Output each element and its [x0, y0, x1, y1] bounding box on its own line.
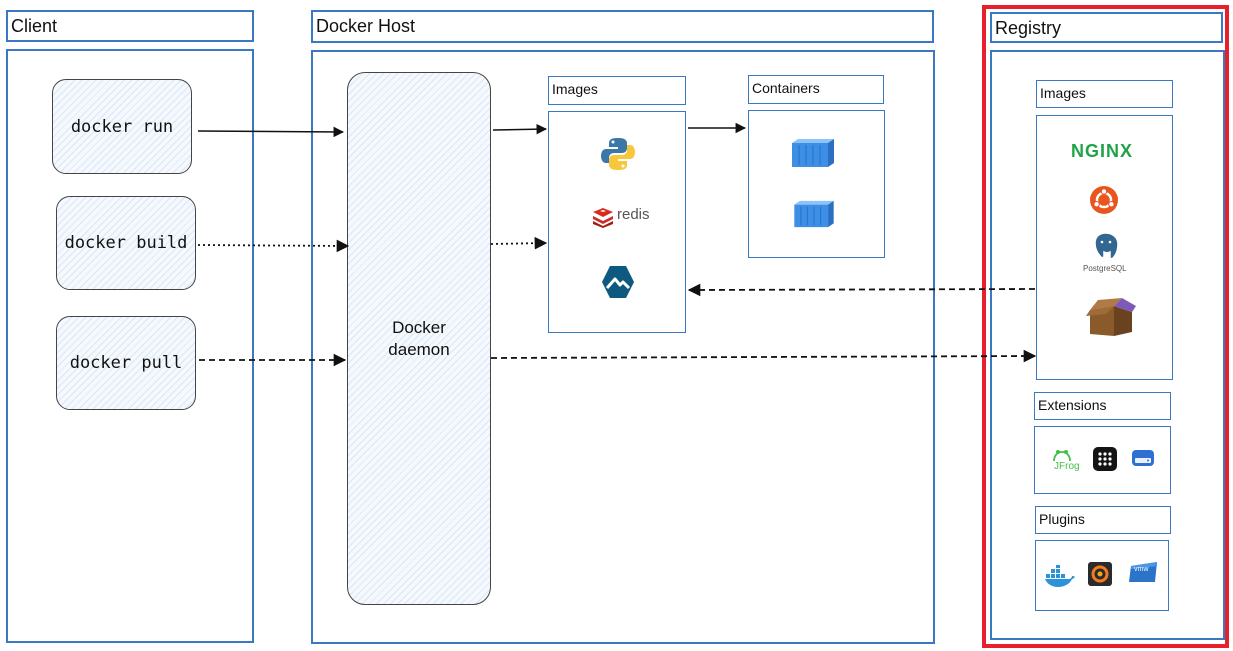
dots-grid-icon[interactable] [1093, 447, 1117, 471]
registry-title: Registry [990, 12, 1223, 43]
docker-whale-icon[interactable] [1045, 565, 1075, 587]
host-images-panel [548, 111, 686, 333]
alpine-icon[interactable] [601, 265, 635, 299]
host-containers-panel [748, 110, 885, 258]
container-icon[interactable] [790, 137, 836, 169]
redis-label: redis [617, 206, 650, 223]
vmware-icon[interactable] [1127, 560, 1159, 584]
registry-images-title: Images [1036, 80, 1173, 108]
nginx-logo: NGINX [1071, 141, 1134, 161]
extensions-title: Extensions [1034, 392, 1171, 420]
docker-daemon[interactable]: Docker daemon [347, 72, 491, 605]
grafana-icon[interactable] [1088, 562, 1112, 586]
redis-icon[interactable] [591, 206, 615, 228]
client-title: Client [6, 10, 254, 42]
ubuntu-icon[interactable] [1089, 185, 1119, 215]
postgresql-label: PostgreSQL [1083, 264, 1127, 273]
docker-host-title: Docker Host [311, 10, 934, 43]
plugins-title: Plugins [1035, 506, 1171, 534]
jfrog-icon[interactable] [1049, 447, 1075, 465]
container-icon[interactable] [792, 199, 836, 229]
host-containers-title: Containers [748, 75, 884, 104]
registry-highlight-frame [982, 5, 1229, 648]
package-box-icon[interactable] [1084, 298, 1138, 338]
docker-pull-command[interactable]: docker pull [56, 316, 196, 410]
docker-build-command[interactable]: docker build [56, 196, 196, 290]
python-icon[interactable] [600, 136, 636, 172]
host-images-title: Images [548, 76, 686, 105]
postgresql-icon[interactable] [1090, 230, 1122, 264]
vmware-label: vmw [1134, 566, 1149, 573]
jfrog-label: JFrog [1054, 461, 1080, 472]
disk-icon[interactable] [1131, 447, 1155, 469]
docker-run-command[interactable]: docker run [52, 79, 192, 174]
